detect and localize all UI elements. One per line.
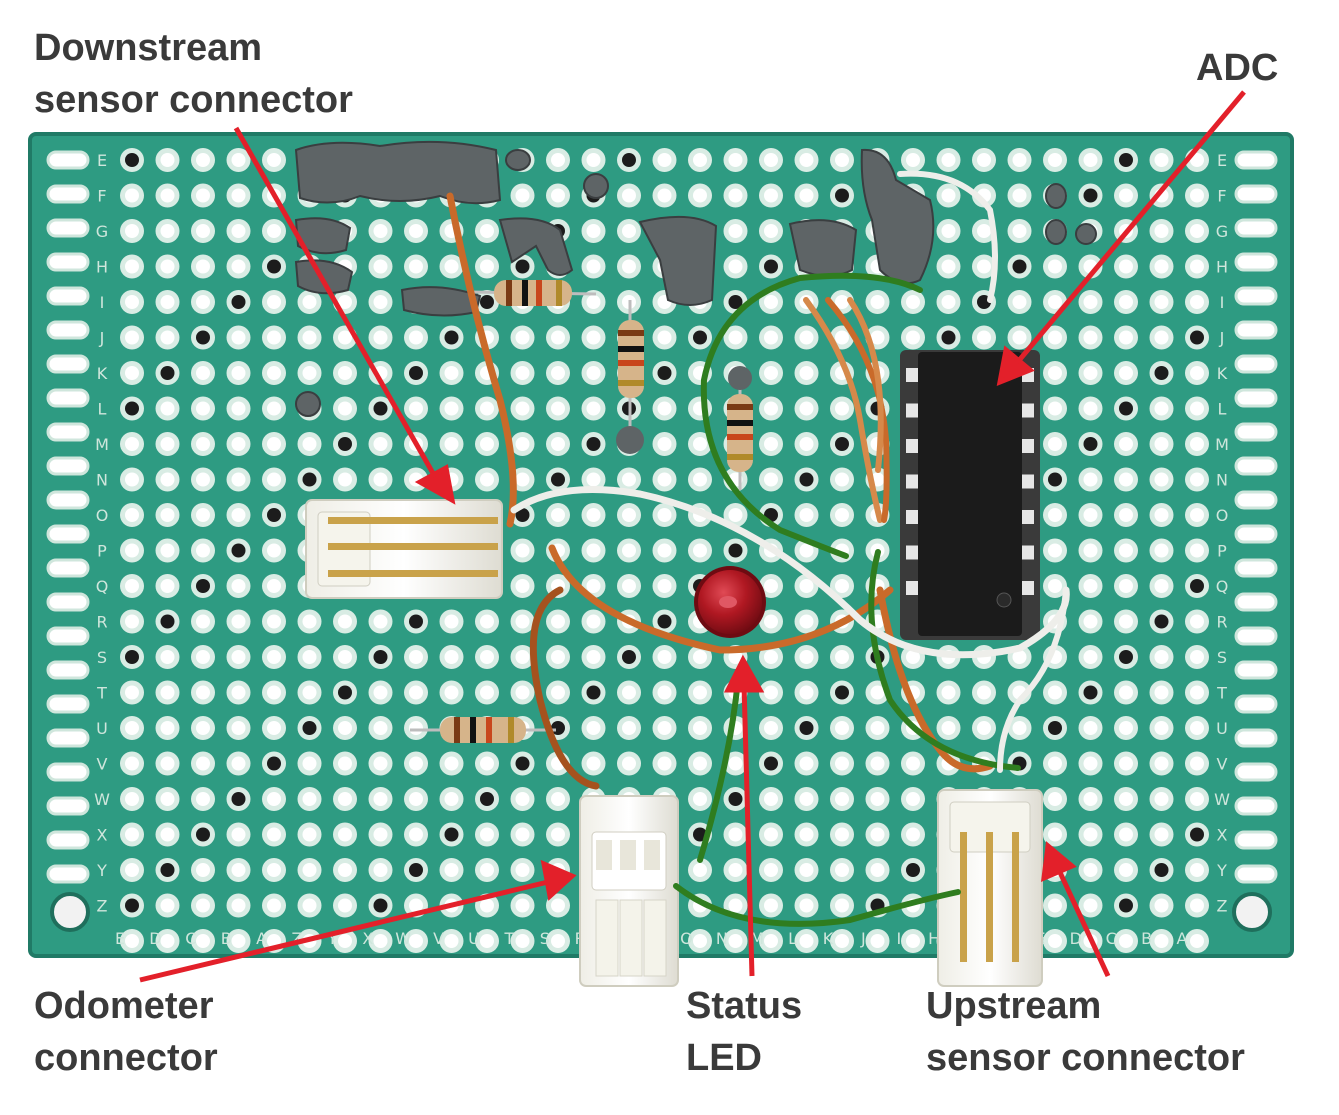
mounting-hole-right: [1232, 892, 1272, 932]
downstream-connector: [305, 499, 503, 599]
column-label: S: [540, 929, 550, 948]
row-label: M: [1215, 435, 1229, 454]
row-label: N: [96, 471, 108, 490]
row-label: Y: [1216, 861, 1227, 880]
row-label: J: [99, 329, 105, 348]
upstream-connector: [937, 789, 1043, 987]
row-label: P: [97, 542, 107, 561]
row-label: P: [1217, 542, 1227, 561]
column-label: C: [1106, 929, 1117, 948]
resistor-bottom: [410, 717, 556, 743]
row-label: V: [1217, 755, 1228, 774]
row-label: V: [97, 755, 108, 774]
status-led-label: Status LED: [686, 985, 803, 1079]
column-label: Y: [327, 929, 338, 948]
row-label: U: [1216, 719, 1228, 738]
row-label: Y: [96, 861, 107, 880]
callout-arrows: [139, 90, 1246, 983]
row-label: Z: [97, 897, 108, 916]
row-label: Q: [96, 577, 109, 596]
row-label: L: [1218, 400, 1227, 419]
row-label: W: [1214, 790, 1230, 809]
arrow-odometer: [139, 879, 549, 983]
row-label: M: [95, 435, 109, 454]
arrow-adc: [1014, 90, 1246, 366]
column-label: X: [362, 929, 373, 948]
column-label: B: [1141, 929, 1152, 948]
row-label: I: [1220, 293, 1225, 312]
resistor-top: [469, 280, 597, 306]
row-label: E: [97, 151, 107, 170]
adc-label: ADC: [1196, 47, 1279, 89]
row-label: S: [1217, 648, 1227, 667]
row-label: F: [1217, 187, 1226, 206]
row-label: Q: [1216, 577, 1229, 596]
row-label: X: [97, 826, 108, 845]
arrow-status-led: [741, 683, 755, 977]
column-label: I: [896, 929, 901, 948]
row-label: K: [97, 364, 108, 383]
row-label: Z: [1217, 897, 1228, 916]
row-label: T: [96, 684, 107, 703]
row-label: O: [1216, 506, 1229, 525]
adc-chip: [900, 350, 1040, 640]
column-label: T: [504, 929, 515, 948]
column-label: L: [788, 929, 797, 948]
row-label: H: [1216, 258, 1228, 277]
arrow-upstream: [1055, 866, 1111, 978]
column-label: N: [716, 929, 728, 948]
column-label: J: [860, 929, 866, 948]
row-label: J: [1219, 329, 1225, 348]
column-label: K: [823, 929, 834, 948]
status-led: [694, 566, 766, 638]
resistor-vertical-right: [727, 366, 753, 490]
row-label: O: [96, 506, 109, 525]
column-label: A: [256, 929, 267, 948]
row-label: X: [1217, 826, 1228, 845]
row-label: K: [1217, 364, 1228, 383]
mounting-hole-left: [50, 892, 90, 932]
row-label: L: [98, 400, 107, 419]
row-label: I: [100, 293, 105, 312]
row-label: U: [96, 719, 108, 738]
row-label: F: [97, 187, 106, 206]
jumper-wires: [446, 170, 1070, 927]
column-label: O: [680, 929, 693, 948]
column-label: D: [149, 929, 161, 948]
edge-slots: [46, 150, 1278, 884]
arrow-downstream: [233, 126, 441, 484]
row-label: T: [1216, 684, 1227, 703]
row-label: R: [96, 613, 107, 632]
solder-traces: [294, 140, 1097, 417]
column-label: M: [750, 929, 764, 948]
column-label: W: [395, 929, 411, 948]
column-label: D: [1070, 929, 1082, 948]
column-label: B: [221, 929, 232, 948]
row-label: W: [94, 790, 110, 809]
row-label: E: [1217, 151, 1227, 170]
row-label: R: [1216, 613, 1227, 632]
row-label: G: [96, 222, 108, 241]
downstream-sensor-connector-label: Downstream sensor connector: [34, 27, 353, 121]
row-label: H: [96, 258, 108, 277]
upstream-sensor-connector-label: Upstream sensor connector: [926, 985, 1245, 1079]
row-label: G: [1216, 222, 1228, 241]
odometer-connector-label: Odometer connector: [34, 985, 218, 1079]
column-label: C: [185, 929, 196, 948]
column-label: Z: [292, 929, 303, 948]
column-label: U: [468, 929, 480, 948]
odometer-connector: [579, 795, 679, 987]
resistor-vertical-left: [616, 300, 644, 454]
row-label: N: [1216, 471, 1228, 490]
column-label: A: [1177, 929, 1188, 948]
column-label: E: [115, 929, 125, 948]
column-label: V: [433, 929, 444, 948]
row-label: S: [97, 648, 107, 667]
